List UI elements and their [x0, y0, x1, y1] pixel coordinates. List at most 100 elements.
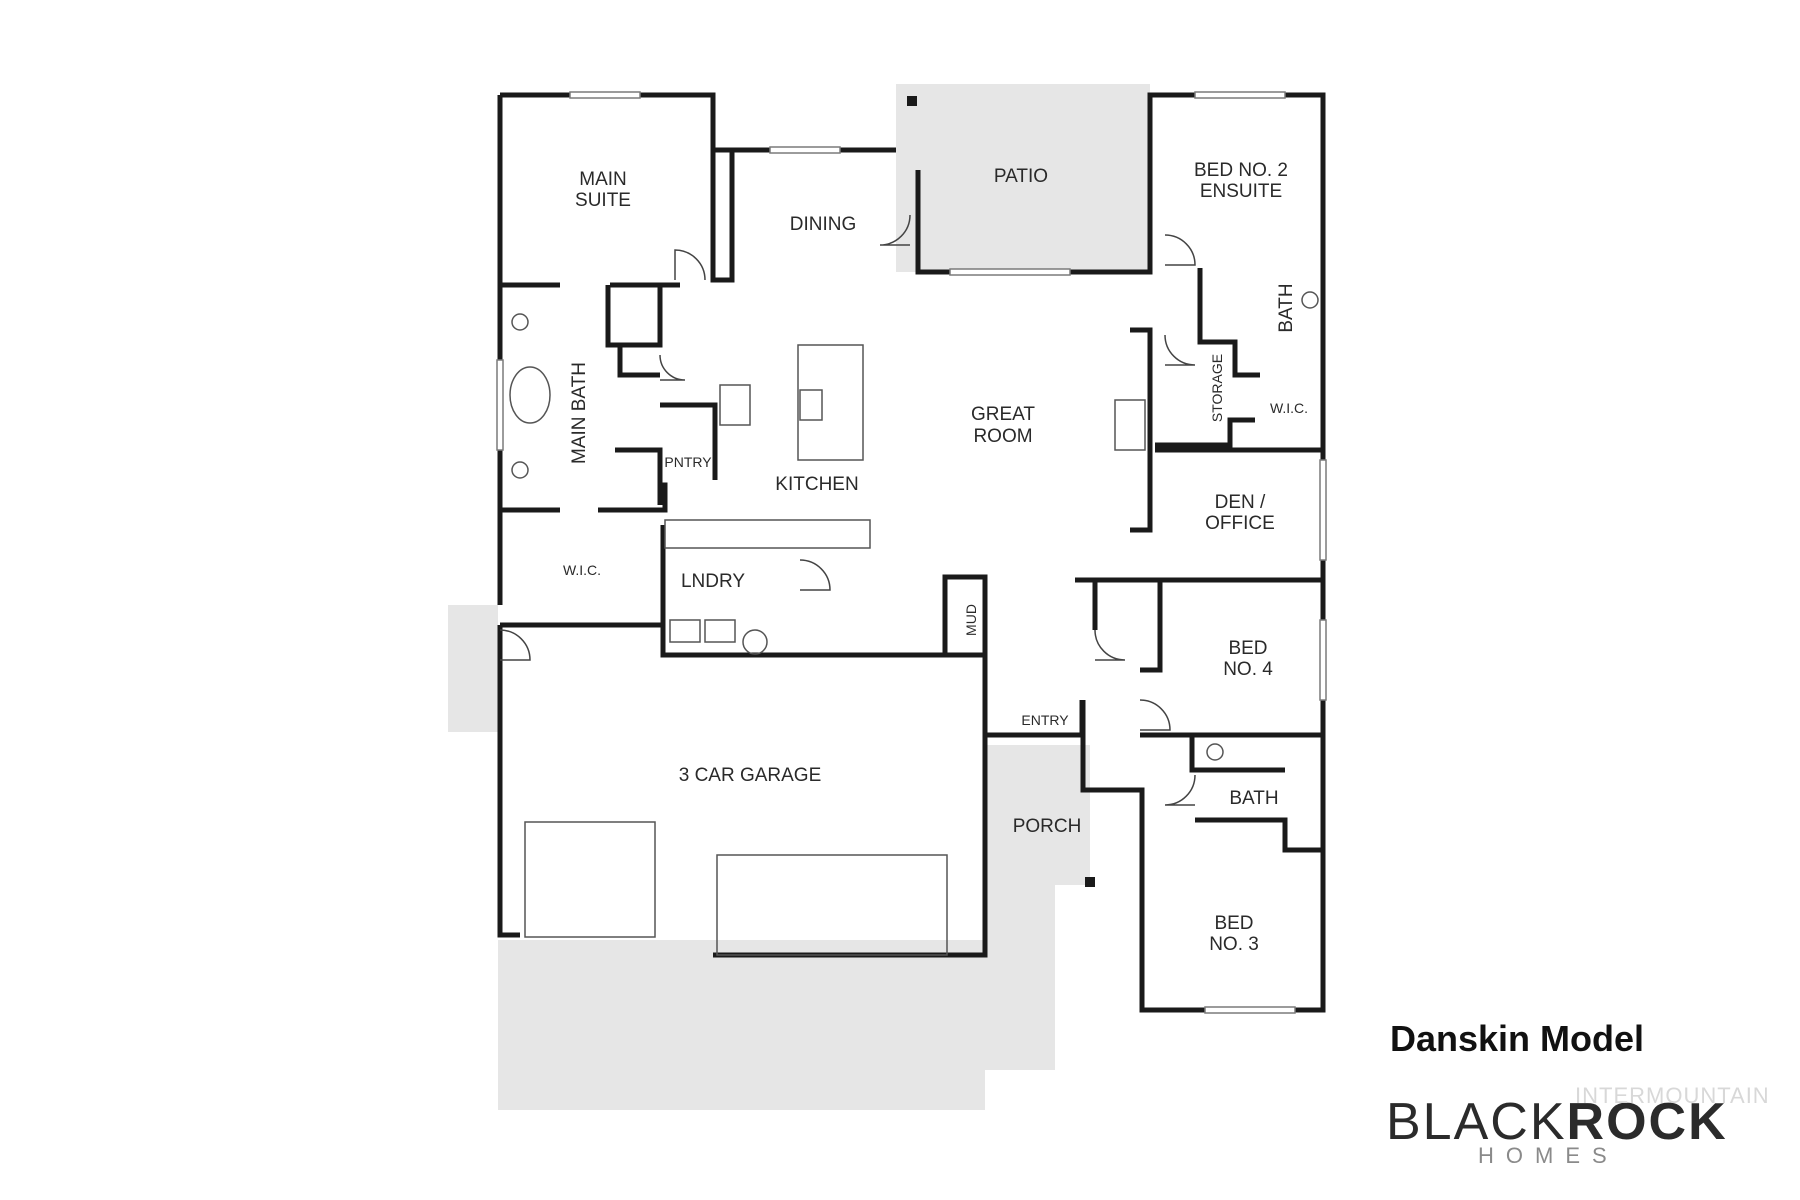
- label-bed-4: BED: [1228, 638, 1267, 659]
- side-slab: [448, 605, 498, 732]
- bath2-wall: [1197, 268, 1260, 378]
- doors: [499, 214, 1196, 806]
- label-pantry: PNTRY: [664, 454, 712, 470]
- hardscape: [448, 84, 1150, 1110]
- label-bath-2: BATH: [1276, 283, 1297, 332]
- sink: [511, 313, 529, 331]
- garage-top: [500, 622, 850, 658]
- garage-door: [716, 854, 948, 956]
- kitchen-counter: [664, 519, 871, 549]
- exterior-wall-left: [500, 92, 896, 153]
- label-storage: STORAGE: [1209, 354, 1225, 422]
- patio-slab: [896, 84, 1150, 272]
- island-sink: [799, 389, 823, 421]
- door-swing: [659, 354, 686, 381]
- label-wic-left: W.I.C.: [563, 562, 601, 578]
- watermark: INTERMOUNTAIN: [1575, 1083, 1770, 1108]
- window: [949, 268, 1071, 276]
- label-main-suite: MAIN: [579, 169, 627, 190]
- door-swing: [1164, 774, 1196, 806]
- post: [907, 96, 917, 106]
- window: [569, 91, 641, 99]
- fixtures: [509, 291, 1319, 956]
- label-great-room: ROOM: [973, 426, 1032, 447]
- washer: [669, 619, 701, 643]
- window: [1319, 459, 1327, 561]
- closet-wall-1: [1075, 577, 1098, 630]
- fireplace: [1114, 399, 1146, 451]
- label-patio: PATIO: [994, 166, 1048, 187]
- door-swing: [674, 249, 706, 281]
- water-heater: [742, 629, 768, 655]
- porch-slab: [985, 745, 1090, 1070]
- label-great-room: GREAT: [971, 404, 1035, 425]
- brand-subtitle: HOMES: [1478, 1143, 1619, 1168]
- label-den: OFFICE: [1205, 513, 1275, 534]
- bathtub: [509, 366, 551, 424]
- sink: [1301, 291, 1319, 309]
- kitchen-island: [797, 344, 864, 461]
- closet-wall-2: [1140, 577, 1163, 673]
- model-name: Danskin Model: [1390, 1018, 1645, 1059]
- lndry-wall: [660, 525, 850, 658]
- brand-logo-part: BLACK: [1386, 1093, 1567, 1151]
- window: [1204, 1006, 1296, 1014]
- label-dining: DINING: [790, 214, 857, 235]
- windows: [496, 91, 1327, 1014]
- storage-wall: [1155, 417, 1255, 448]
- garage-wall: [497, 625, 520, 938]
- window: [496, 359, 504, 451]
- garage-front: [713, 652, 988, 958]
- room-labels: MAIN SUITE DINING PATIO BED NO. 2 ENSUIT…: [563, 160, 1308, 955]
- brand-logo-part: ROCK: [1566, 1093, 1728, 1151]
- driveway: [498, 745, 1090, 1110]
- mud-wall: [942, 574, 988, 655]
- label-bed-4: NO. 4: [1223, 659, 1273, 680]
- fireplace-wall: [1130, 327, 1153, 533]
- label-kitchen: KITCHEN: [775, 474, 858, 495]
- label-porch: PORCH: [1013, 816, 1082, 837]
- door-swing: [1139, 699, 1171, 731]
- bed3-wall: [1080, 700, 1326, 1013]
- label-bed-2: ENSUITE: [1200, 181, 1282, 202]
- bath-lower-wall: [1189, 735, 1285, 773]
- door-swing: [499, 629, 531, 661]
- sink: [511, 461, 529, 479]
- door-swing: [799, 559, 831, 591]
- garage-door: [524, 821, 656, 938]
- door-swing: [1094, 629, 1126, 661]
- door-swing: [1164, 334, 1196, 366]
- wic-wall2: [598, 482, 668, 513]
- label-wic-right: W.I.C.: [1270, 400, 1308, 416]
- label-main-bath: MAIN BATH: [569, 362, 590, 464]
- window: [769, 146, 841, 154]
- dryer: [704, 619, 736, 643]
- range: [719, 384, 751, 426]
- brand-logo: BLACKROCK: [1386, 1092, 1728, 1152]
- door-swing: [1164, 234, 1196, 266]
- label-bed-3: NO. 3: [1209, 934, 1259, 955]
- post: [1085, 877, 1095, 887]
- bed3-top: [1195, 817, 1323, 853]
- shower-wall: [617, 345, 660, 378]
- label-garage: 3 CAR GARAGE: [679, 765, 822, 786]
- label-bed-2: BED NO. 2: [1194, 160, 1288, 181]
- label-entry: ENTRY: [1021, 712, 1069, 728]
- label-main-suite: SUITE: [575, 190, 631, 211]
- entry-wall: [985, 700, 1085, 738]
- sink: [1206, 743, 1224, 761]
- door-swing: [879, 214, 911, 246]
- window: [1194, 91, 1286, 99]
- kitchen-left: [710, 150, 735, 283]
- pantry-wall2: [660, 402, 718, 480]
- patio-wall: [915, 92, 1326, 580]
- label-bed-3: BED: [1214, 913, 1253, 934]
- window: [1319, 619, 1327, 701]
- label-bath-lower: BATH: [1229, 788, 1278, 809]
- label-den: DEN /: [1215, 492, 1266, 513]
- bath-wall: [605, 285, 663, 348]
- label-mud: MUD: [963, 604, 979, 636]
- posts: [907, 96, 1095, 887]
- label-laundry: LNDRY: [681, 571, 745, 592]
